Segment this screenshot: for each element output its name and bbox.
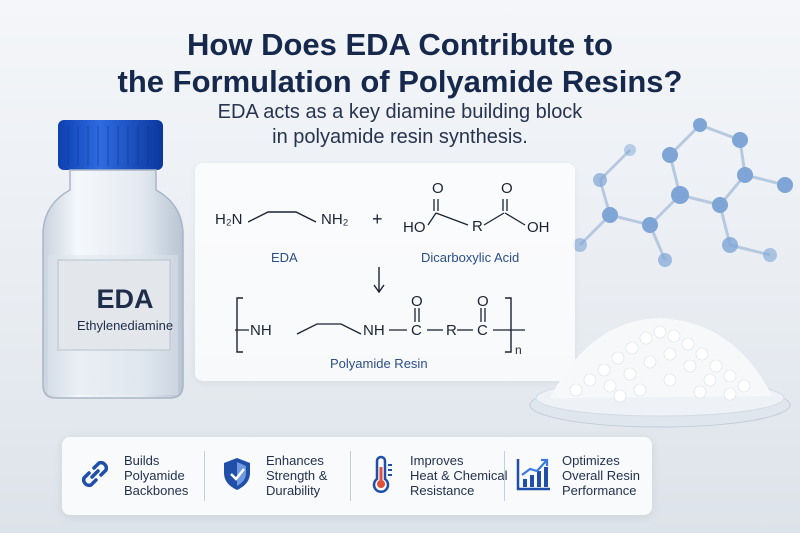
feature-optimizes-performance: Optimizes Overall Resin Performance — [514, 437, 649, 515]
feature-improves-resistance: Improves Heat & Chemical Resistance — [362, 437, 512, 515]
product-r-group: R — [446, 322, 457, 339]
reactant2-r-group: R — [472, 218, 483, 235]
feature-divider — [504, 451, 505, 501]
polyamide-structure-bonds — [235, 297, 525, 353]
feature-enhances-line1: Enhances — [266, 453, 324, 468]
feature-builds-line1: Builds — [124, 453, 160, 468]
product-oxygen-left: O — [411, 293, 423, 310]
reactant2-hydroxyl-left: HO — [403, 219, 426, 236]
feature-enhances-text: Enhances Strength & Durability — [266, 453, 327, 498]
product-carbon-right: C — [477, 322, 488, 339]
reactant2-oxygen-left: O — [432, 180, 444, 197]
feature-divider — [204, 451, 205, 501]
eda-bottle-image — [42, 120, 184, 399]
title-line-1: How Does EDA Contribute to — [187, 27, 613, 62]
repeat-unit-n: n — [515, 343, 522, 357]
polyamide-pellets-dish-image — [529, 318, 791, 428]
subtitle-line-2: in polyamide resin synthesis. — [272, 126, 528, 148]
feature-enhances-strength: Enhances Strength & Durability — [218, 437, 353, 515]
product-carbon-left: C — [411, 322, 422, 339]
bottle-label-title: EDA — [96, 284, 154, 314]
feature-optimizes-line3: Performance — [562, 483, 637, 498]
feature-builds-backbones: Builds Polyamide Backbones — [76, 437, 206, 515]
growth-chart-icon — [516, 458, 550, 491]
feature-optimizes-line1: Optimizes — [562, 453, 620, 468]
reactant2-oxygen-right: O — [501, 180, 513, 197]
thermometer-icon — [372, 455, 392, 493]
plus-sign: + — [372, 209, 383, 229]
feature-improves-text: Improves Heat & Chemical Resistance — [410, 453, 508, 498]
product-nh-left: NH — [250, 322, 272, 339]
product-oxygen-right: O — [477, 293, 489, 310]
feature-enhances-line2: Strength & — [266, 468, 328, 483]
chain-link-icon — [81, 460, 109, 488]
bottle-label-subtitle: Ethylenediamine — [76, 318, 174, 333]
reaction-panel: H₂N NH₂ + HO O R O OH EDA Dicarboxylic A… — [195, 163, 575, 381]
feature-improves-line3: Resistance — [410, 483, 475, 498]
page-title: How Does EDA Contribute to the Formulati… — [0, 26, 800, 100]
feature-improves-line2: Heat & Chemical — [410, 468, 508, 483]
feature-optimizes-line2: Overall Resin — [562, 468, 641, 483]
subtitle: EDA acts as a key diamine building block… — [0, 100, 800, 150]
feature-builds-line3: Backbones — [124, 483, 189, 498]
molecule-network-decoration — [573, 118, 793, 267]
reactant1-amine-right: NH₂ — [321, 211, 349, 228]
feature-improves-line1: Improves — [410, 453, 464, 468]
eda-zigzag-bond — [248, 211, 317, 223]
product-caption: Polyamide Resin — [330, 356, 428, 371]
features-bar: Builds Polyamide Backbones Enhances Stre… — [62, 437, 652, 515]
reaction-arrow-icon — [373, 267, 385, 294]
feature-builds-line2: Polyamide — [124, 468, 185, 483]
subtitle-line-1: EDA acts as a key diamine building block — [217, 101, 583, 123]
reactant1-caption: EDA — [271, 250, 298, 265]
shield-icon — [224, 458, 250, 490]
feature-builds-text: Builds Polyamide Backbones — [124, 453, 188, 498]
reactant2-hydroxyl-right: OH — [527, 219, 550, 236]
feature-enhances-line3: Durability — [266, 483, 321, 498]
title-line-2: the Formulation of Polyamide Resins? — [117, 64, 683, 99]
reactant1-amine-left: H₂N — [215, 211, 243, 228]
product-nh-right: NH — [363, 322, 385, 339]
feature-divider — [350, 451, 351, 501]
reactant2-caption: Dicarboxylic Acid — [421, 250, 520, 265]
feature-optimizes-text: Optimizes Overall Resin Performance — [562, 453, 640, 498]
dicarboxylic-acid-bonds — [427, 199, 526, 226]
